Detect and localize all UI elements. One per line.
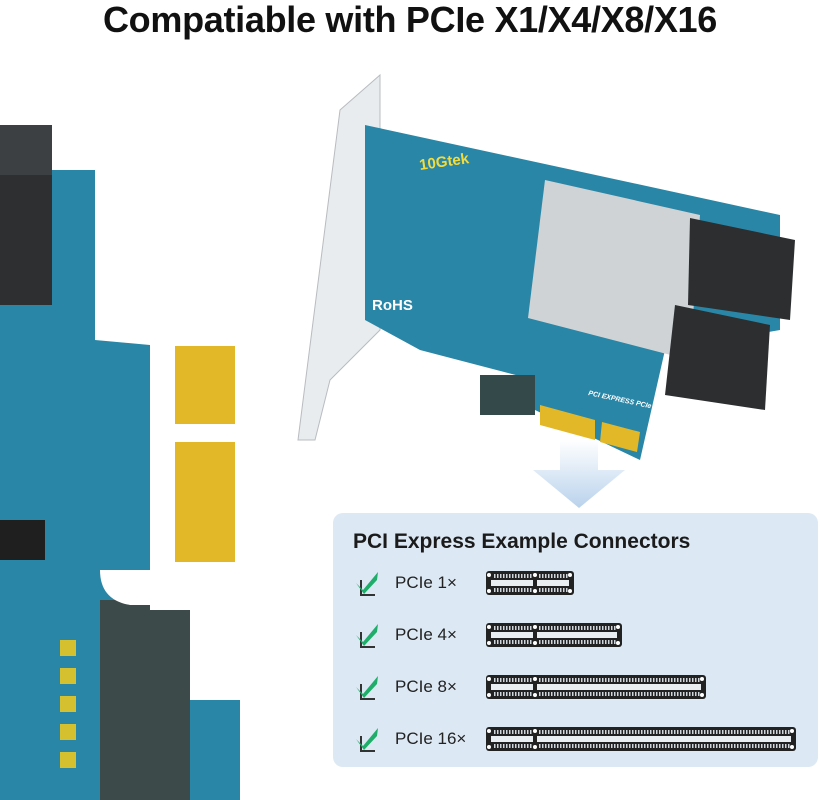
gold-contacts	[175, 346, 235, 424]
brand-logo: 10Gtek	[418, 150, 471, 174]
connector-label: PCIe 8×	[395, 677, 457, 696]
connector-label: PCIe 16×	[395, 729, 467, 748]
connector-row: PCIe 8×	[353, 672, 813, 702]
checkmark-icon	[356, 624, 378, 648]
panel-title: PCI Express Example Connectors	[353, 530, 691, 553]
page-title: Compatiable with PCIe X1/X4/X8/X16	[102, 0, 718, 40]
checkmark-icon	[356, 728, 378, 752]
connectors-panel: PCI Express Example Connectors PCIe 1× P…	[333, 513, 818, 767]
connector-row: PCIe 4×	[353, 620, 813, 650]
connector-row: PCIe 16×	[353, 724, 813, 754]
pcie-slot-x1	[486, 571, 574, 595]
connector-label: PCIe 1×	[395, 573, 457, 592]
connector-row: PCIe 1×	[353, 568, 813, 598]
metal-bracket	[297, 73, 381, 441]
rohs-mark: RoHS	[372, 297, 413, 314]
checkmark-icon	[356, 676, 378, 700]
pcie-slot-x4	[486, 623, 622, 647]
checkmark-icon	[356, 572, 378, 596]
pcie-slot-x8	[486, 675, 706, 699]
pcie-card: 10Gtek RoHS PCI EXPRESS PCIe 1X TO SATA3…	[365, 125, 795, 460]
connector-label: PCIe 4×	[395, 625, 457, 644]
pcie-slot-x16	[486, 727, 796, 751]
down-arrow-icon	[533, 440, 625, 508]
gold-contacts	[175, 442, 235, 562]
closeup-pcb	[0, 125, 240, 800]
